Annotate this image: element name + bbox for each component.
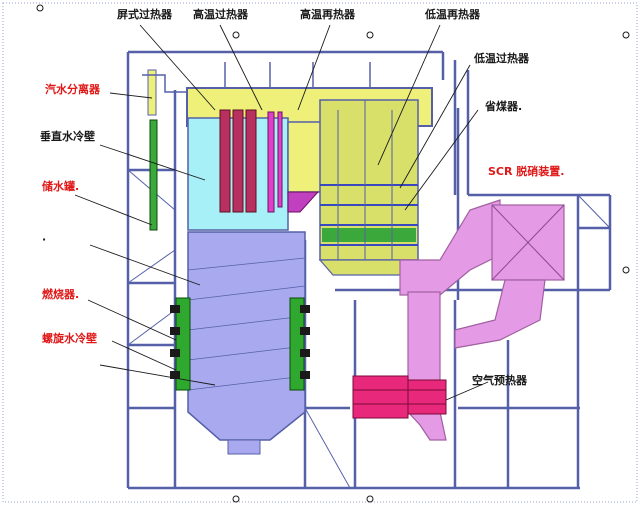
label-burner: 燃烧器. <box>41 287 79 301</box>
platen-panels <box>219 109 257 213</box>
storage-tank-column <box>149 119 158 231</box>
label-vertical-water-wall: 垂直水冷壁 <box>40 129 95 143</box>
leader-lines <box>74 24 489 401</box>
label-steam-water-separator: 汽水分离器 <box>45 82 101 96</box>
label-spiral-water-wall: 螺旋水冷壁 <box>42 331 97 345</box>
air-preheater-block <box>352 375 447 419</box>
label-scr-denitration: SCR 脱硝装置. <box>488 164 564 178</box>
label-dot-mark: · <box>42 233 46 246</box>
label-low-temp-reheater: 低温再热器 <box>424 7 481 21</box>
burner-rows <box>175 297 305 391</box>
label-high-temp-superheater: 高温过热器 <box>193 7 249 21</box>
label-water-storage-tank: 储水罐. <box>42 179 79 193</box>
furnace-hopper <box>187 231 306 441</box>
label-economizer: 省煤器. <box>484 99 522 113</box>
label-platen-superheater: 屏式过热器 <box>117 7 173 21</box>
label-high-temp-reheater: 高温再热器 <box>300 7 356 21</box>
label-air-preheater: 空气预热器 <box>472 373 528 387</box>
label-low-temp-superheater: 低温过热器 <box>473 51 530 65</box>
